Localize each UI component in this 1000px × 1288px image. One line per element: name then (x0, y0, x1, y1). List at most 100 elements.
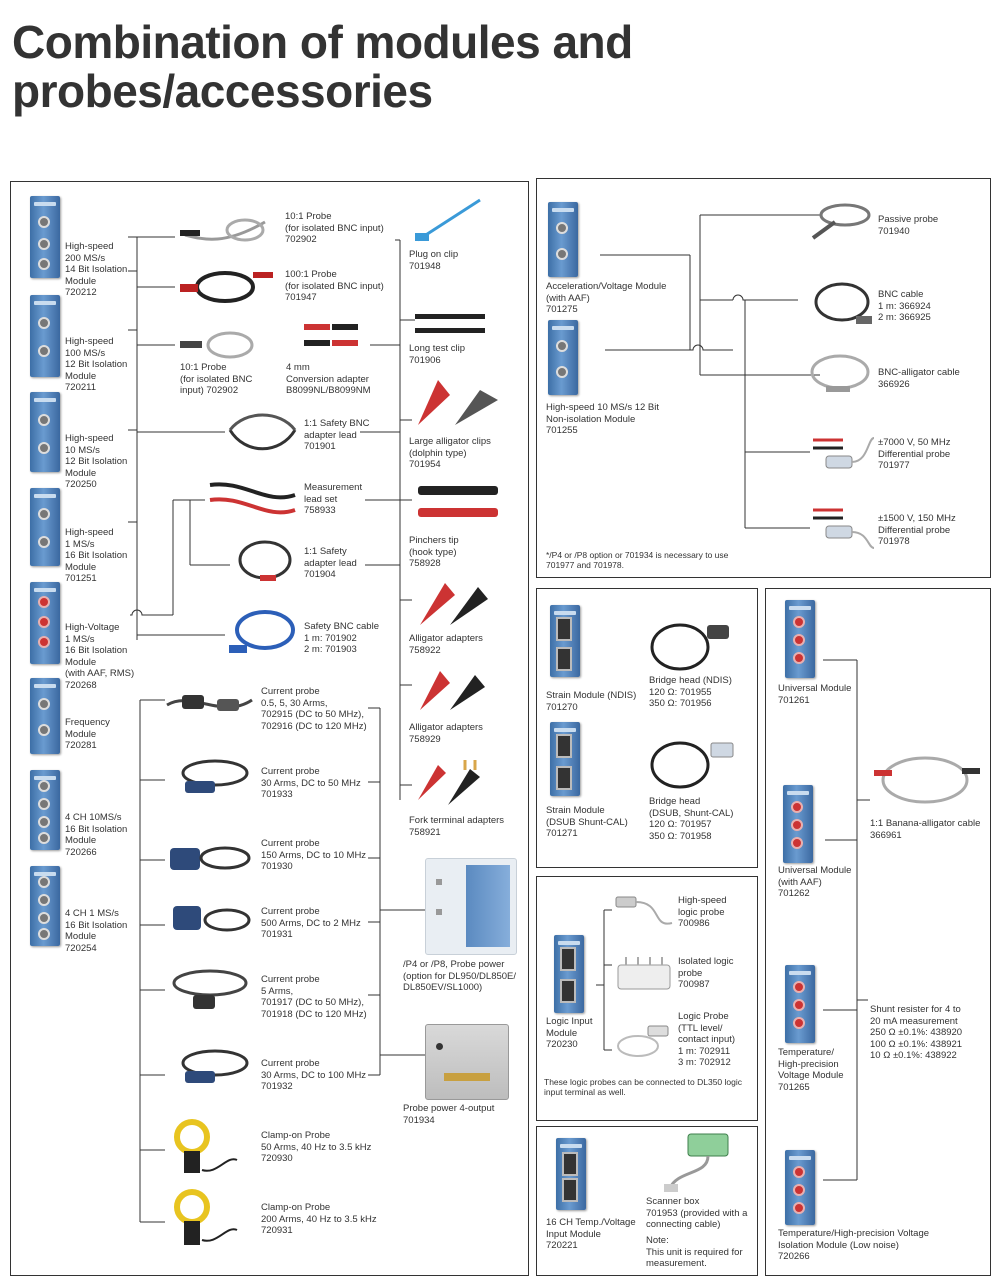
diff-probe-701978-image (813, 508, 875, 549)
module-label: High-speed 10 MS/s 12 Bit Isolation Modu… (65, 433, 128, 490)
alligator-adapters-758929-image (420, 671, 485, 710)
scanner-box-label: Scanner box 701953 (provided with a conn… (646, 1196, 748, 1230)
conversion-adapter-image (304, 324, 358, 346)
current-probe-701931-image (173, 906, 251, 932)
module-720266-image (785, 1150, 815, 1225)
probe-label: 1:1 Safety adapter lead 701904 (304, 546, 357, 580)
alligator-adapters-758922-image (420, 583, 488, 625)
fork-terminal-adapters-image (418, 760, 480, 805)
module-label: 4 CH 1 MS/s 16 Bit Isolation Module 7202… (65, 908, 128, 954)
universal-module-label: Temperature/High-precision Voltage Isola… (778, 1228, 930, 1262)
module-label: Frequency Module 720281 (65, 717, 110, 751)
measurement-lead-set-image (209, 482, 296, 515)
universal-module-label: Universal Module (with AAF) 701262 (778, 865, 852, 899)
probe-label: 10:1 Probe (for isolated BNC input) 7029… (285, 211, 384, 245)
clip-label: Alligator adapters 758922 (409, 633, 483, 656)
long-test-clip-image (415, 314, 485, 333)
probe-power-unit-image (425, 1024, 509, 1100)
module-720221-image (556, 1138, 586, 1210)
large-alligator-clips-image (418, 380, 498, 425)
logic-module-label: Logic Input Module 720230 (546, 1016, 593, 1050)
current-probe-label: Current probe 0.5, 5, 30 Arms, 702915 (D… (261, 686, 367, 732)
module-label: 4 CH 10MS/s 16 Bit Isolation Module 7202… (65, 812, 128, 858)
module-720268-image (30, 582, 60, 664)
temp-module-label: 16 CH Temp./Voltage Input Module 720221 (546, 1217, 636, 1251)
bnc-alligator-cable-image (810, 354, 870, 392)
module-701265-image (785, 965, 815, 1043)
accel-note: */P4 or /P8 option or 701934 is necessar… (546, 550, 729, 570)
module-701262-image (783, 785, 813, 863)
current-probe-701930-image (170, 846, 251, 870)
probe-label: 100:1 Probe (for isolated BNC input) 701… (285, 269, 384, 303)
probe-702902-b-image (180, 331, 254, 359)
logic-probe-label: High-speed logic probe 700986 (678, 895, 727, 929)
current-probe-label: Current probe 5 Arms, 701917 (DC to 50 M… (261, 974, 367, 1020)
clamp-probe-720930-image (174, 1119, 238, 1173)
module-label: High-speed 200 MS/s 14 Bit Isolation Mod… (65, 241, 128, 298)
module-label: High-Voltage 1 MS/s 16 Bit Isolation Mod… (65, 622, 135, 691)
probe-702902-image (180, 218, 266, 242)
module-label: Acceleration/Voltage Module (with AAF) 7… (546, 281, 667, 315)
module-label: High-speed 100 MS/s 12 Bit Isolation Mod… (65, 336, 128, 393)
current-probe-701933-image (181, 759, 249, 793)
strain-label: Strain Module (NDIS) 701270 (546, 690, 637, 713)
bridge-head-ndis-image (650, 623, 729, 671)
shunt-resister-label: Shunt resister for 4 to 20 mA measuremen… (870, 1004, 963, 1061)
safety-bnc-cable-image (229, 610, 295, 653)
accessory-label: ±7000 V, 50 MHz Differential probe 70197… (878, 437, 951, 471)
clip-label: Large alligator clips (dolphin type) 701… (409, 436, 491, 470)
safety-adapter-lead-image (238, 540, 292, 581)
module-701275-image (548, 202, 578, 277)
current-probe-label: Current probe 30 Arms, DC to 100 MHz 701… (261, 1058, 367, 1092)
current-probe-701932-image (181, 1049, 249, 1083)
accel-panel (536, 178, 991, 578)
current-probe-label: Current probe 500 Arms, DC to 2 MHz 7019… (261, 906, 361, 940)
logic-probe-700987-image (617, 957, 671, 990)
clip-label: Fork terminal adapters 758921 (409, 815, 505, 838)
module-701251-image (30, 488, 60, 566)
probe-label: 1:1 Safety BNC adapter lead 701901 (304, 418, 370, 452)
module-720266-image (30, 770, 60, 850)
clip-label: Pinchers tip (hook type) 758928 (409, 535, 459, 569)
logic-probe-700986-image (615, 896, 673, 925)
clamp-probe-720931-image (174, 1189, 238, 1245)
universal-module-label: Temperature/ High-precision Voltage Modu… (778, 1047, 844, 1093)
pinchers-tip-image (418, 486, 498, 517)
universal-module-label: Universal Module 701261 (778, 683, 852, 706)
logic-probe-label: Logic Probe (TTL level/ contact input) 1… (678, 1011, 736, 1068)
probe-power-option-image (425, 858, 517, 955)
module-720250-image (30, 392, 60, 472)
probe-power-option-label: /P4 or /P8, Probe power (option for DL95… (403, 959, 517, 993)
current-probe-label: Current probe 30 Arms, DC to 50 MHz 7019… (261, 766, 361, 800)
strain-label: Bridge head (DSUB, Shunt-CAL) 120 Ω: 701… (649, 796, 734, 842)
passive-probe-image (811, 203, 871, 240)
current-probe-701917-image (172, 969, 248, 1009)
probe-power-unit-label: Probe power 4-output 701934 (403, 1103, 495, 1126)
module-720281-image (30, 678, 60, 754)
banana-cable-label: 1:1 Banana-alligator cable 366961 (870, 818, 981, 841)
page-title: Combination of modules and probes/access… (12, 16, 633, 117)
accessory-label: ±1500 V, 150 MHz Differential probe 7019… (878, 513, 956, 547)
module-701270-image (550, 605, 580, 677)
current-probe-label: Current probe 150 Arms, DC to 10 MHz 701… (261, 838, 367, 872)
module-720211-image (30, 295, 60, 377)
probe-label: Safety BNC cable 1 m: 701902 2 m: 701903 (304, 621, 379, 655)
clip-label: Long test clip 701906 (409, 343, 465, 366)
current-probe-label: Clamp-on Probe 200 Arms, 40 Hz to 3.5 kH… (261, 1202, 377, 1236)
strain-label: Bridge head (NDIS) 120 Ω: 701955 350 Ω: … (649, 675, 732, 709)
current-probe-label: Clamp-on Probe 50 Arms, 40 Hz to 3.5 kHz… (261, 1130, 372, 1164)
accessory-label: Passive probe 701940 (878, 214, 939, 237)
module-720212-image (30, 196, 60, 278)
logic-probe-702911-image (617, 1025, 669, 1057)
current-probe-702915-image (166, 695, 253, 711)
diff-probe-701977-image (813, 437, 875, 469)
accessory-label: BNC cable 1 m: 366924 2 m: 366925 (878, 289, 931, 323)
logic-probe-label: Isolated logic probe 700987 (678, 956, 734, 990)
scanner-box-image (664, 1133, 729, 1192)
probe-701947-image (180, 271, 273, 303)
probe-label: Measurement lead set 758933 (304, 482, 363, 516)
temp-note: Note: This unit is required for measurem… (646, 1235, 743, 1269)
clip-label: Alligator adapters 758929 (409, 722, 483, 745)
module-701255-image (548, 320, 578, 395)
